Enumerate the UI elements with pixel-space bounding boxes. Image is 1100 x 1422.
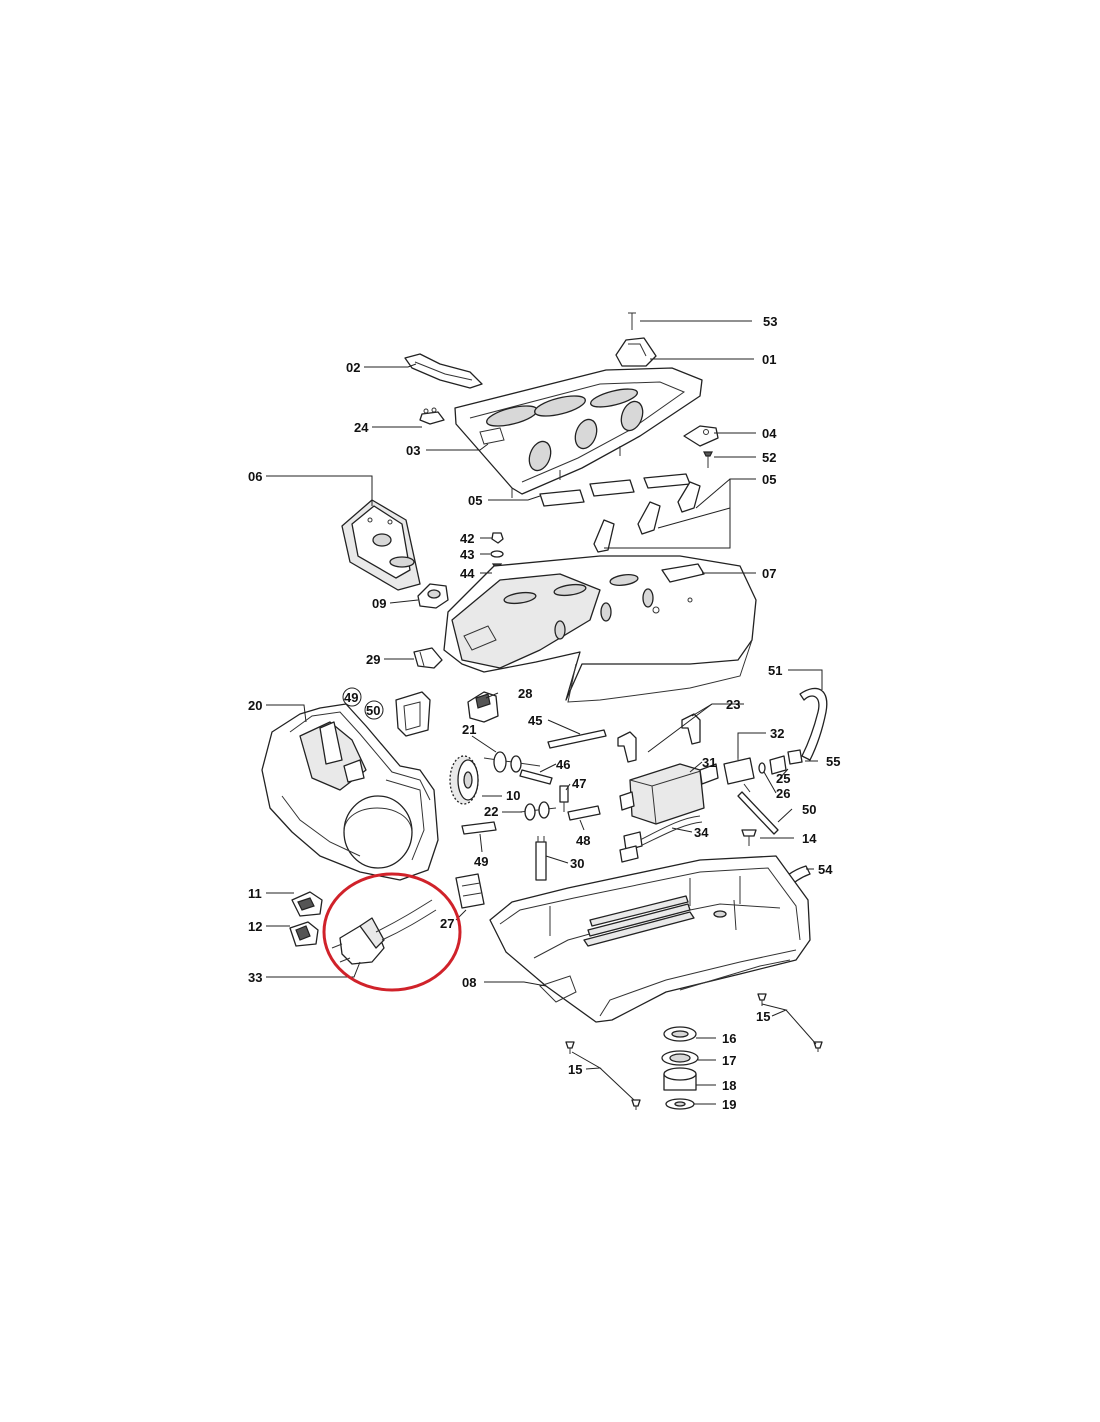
label-43: 43 bbox=[460, 547, 474, 562]
fittings-25-26-55 bbox=[758, 749, 803, 775]
clip-02 bbox=[404, 353, 483, 389]
shaft-21 bbox=[483, 751, 541, 773]
label-49a: 49 bbox=[344, 690, 358, 705]
pin-47 bbox=[559, 785, 569, 812]
rear-housing-20 bbox=[261, 703, 439, 881]
label-49-circled: 49 bbox=[342, 687, 362, 707]
label-10: 10 bbox=[506, 788, 520, 803]
label-08: 08 bbox=[462, 975, 476, 990]
brackets-23 bbox=[617, 713, 701, 763]
base-08 bbox=[489, 855, 811, 1023]
clip-29 bbox=[413, 647, 443, 669]
rod-45 bbox=[547, 729, 607, 749]
tube-49 bbox=[461, 821, 497, 835]
tube-48 bbox=[567, 805, 601, 821]
label-05a: 05 bbox=[468, 493, 482, 508]
label-05b: 05 bbox=[762, 472, 776, 487]
plug-33 bbox=[331, 899, 437, 965]
label-22: 22 bbox=[484, 804, 498, 819]
label-27: 27 bbox=[440, 916, 454, 931]
label-14: 14 bbox=[802, 831, 817, 846]
label-11: 11 bbox=[248, 886, 262, 901]
label-28: 28 bbox=[518, 686, 532, 701]
label-07: 07 bbox=[762, 566, 776, 581]
label-50-circled: 50 bbox=[364, 700, 384, 720]
terminal-block-27 bbox=[455, 873, 485, 909]
label-30: 30 bbox=[570, 856, 584, 871]
hose-51 bbox=[799, 687, 828, 761]
label-24: 24 bbox=[354, 420, 369, 435]
label-51: 51 bbox=[768, 663, 782, 678]
label-46: 46 bbox=[556, 757, 570, 772]
clips-11-12 bbox=[289, 891, 323, 947]
label-03: 03 bbox=[406, 443, 420, 458]
leader-lines bbox=[266, 320, 823, 1105]
highlight-circle bbox=[322, 872, 462, 992]
label-52: 52 bbox=[762, 450, 776, 465]
fitting-32 bbox=[723, 736, 755, 793]
label-54: 54 bbox=[818, 862, 833, 877]
side-cover-06 bbox=[341, 499, 421, 591]
top-frame-03 bbox=[454, 367, 703, 498]
switch-28 bbox=[467, 691, 499, 723]
label-15a: 15 bbox=[756, 1009, 770, 1024]
label-04: 04 bbox=[762, 426, 777, 441]
screw-14 bbox=[741, 829, 757, 846]
cable-34 bbox=[619, 815, 703, 863]
part-labels: 53 01 02 24 03 04 52 06 05 05 42 43 44 0… bbox=[248, 314, 840, 1112]
label-47: 47 bbox=[572, 776, 586, 791]
bracket-04 bbox=[683, 425, 719, 447]
label-25: 25 bbox=[776, 771, 790, 786]
label-29: 29 bbox=[366, 652, 380, 667]
label-15b: 15 bbox=[568, 1062, 582, 1077]
label-50a: 50 bbox=[366, 703, 380, 718]
screw-53 bbox=[628, 312, 636, 330]
label-12: 12 bbox=[248, 919, 262, 934]
label-06: 06 bbox=[248, 469, 262, 484]
label-48: 48 bbox=[576, 833, 590, 848]
label-23: 23 bbox=[726, 697, 740, 712]
label-34: 34 bbox=[694, 825, 709, 840]
label-17: 17 bbox=[722, 1053, 736, 1068]
label-50b: 50 bbox=[802, 802, 816, 817]
rings-16-19 bbox=[661, 1026, 699, 1110]
label-55: 55 bbox=[826, 754, 840, 769]
knob-01 bbox=[615, 337, 657, 367]
label-01: 01 bbox=[762, 352, 776, 367]
main-housing-07 bbox=[443, 555, 757, 703]
bracket-13 bbox=[395, 691, 431, 737]
label-20: 20 bbox=[248, 698, 262, 713]
rod-50 bbox=[737, 791, 779, 835]
label-31: 31 bbox=[702, 755, 716, 770]
label-53: 53 bbox=[763, 314, 777, 329]
buttons-05 bbox=[539, 473, 701, 553]
label-02: 02 bbox=[346, 360, 360, 375]
label-16: 16 bbox=[722, 1031, 736, 1046]
clip-24 bbox=[419, 407, 445, 425]
label-32: 32 bbox=[770, 726, 784, 741]
sensor-30 bbox=[535, 836, 547, 881]
label-33: 33 bbox=[248, 970, 262, 985]
label-42: 42 bbox=[460, 531, 474, 546]
part-drawings bbox=[261, 312, 828, 1110]
label-26: 26 bbox=[776, 786, 790, 801]
label-45: 45 bbox=[528, 713, 542, 728]
knob-09 bbox=[417, 583, 449, 609]
label-19: 19 bbox=[722, 1097, 736, 1112]
label-44: 44 bbox=[460, 566, 475, 581]
screw-52 bbox=[703, 451, 713, 468]
valve-22 bbox=[519, 801, 557, 821]
label-21: 21 bbox=[462, 722, 476, 737]
label-18: 18 bbox=[722, 1078, 736, 1093]
label-49b: 49 bbox=[474, 854, 488, 869]
pump-31 bbox=[619, 763, 719, 825]
shaft-46 bbox=[519, 769, 553, 785]
label-09: 09 bbox=[372, 596, 386, 611]
gear-10 bbox=[449, 755, 479, 805]
